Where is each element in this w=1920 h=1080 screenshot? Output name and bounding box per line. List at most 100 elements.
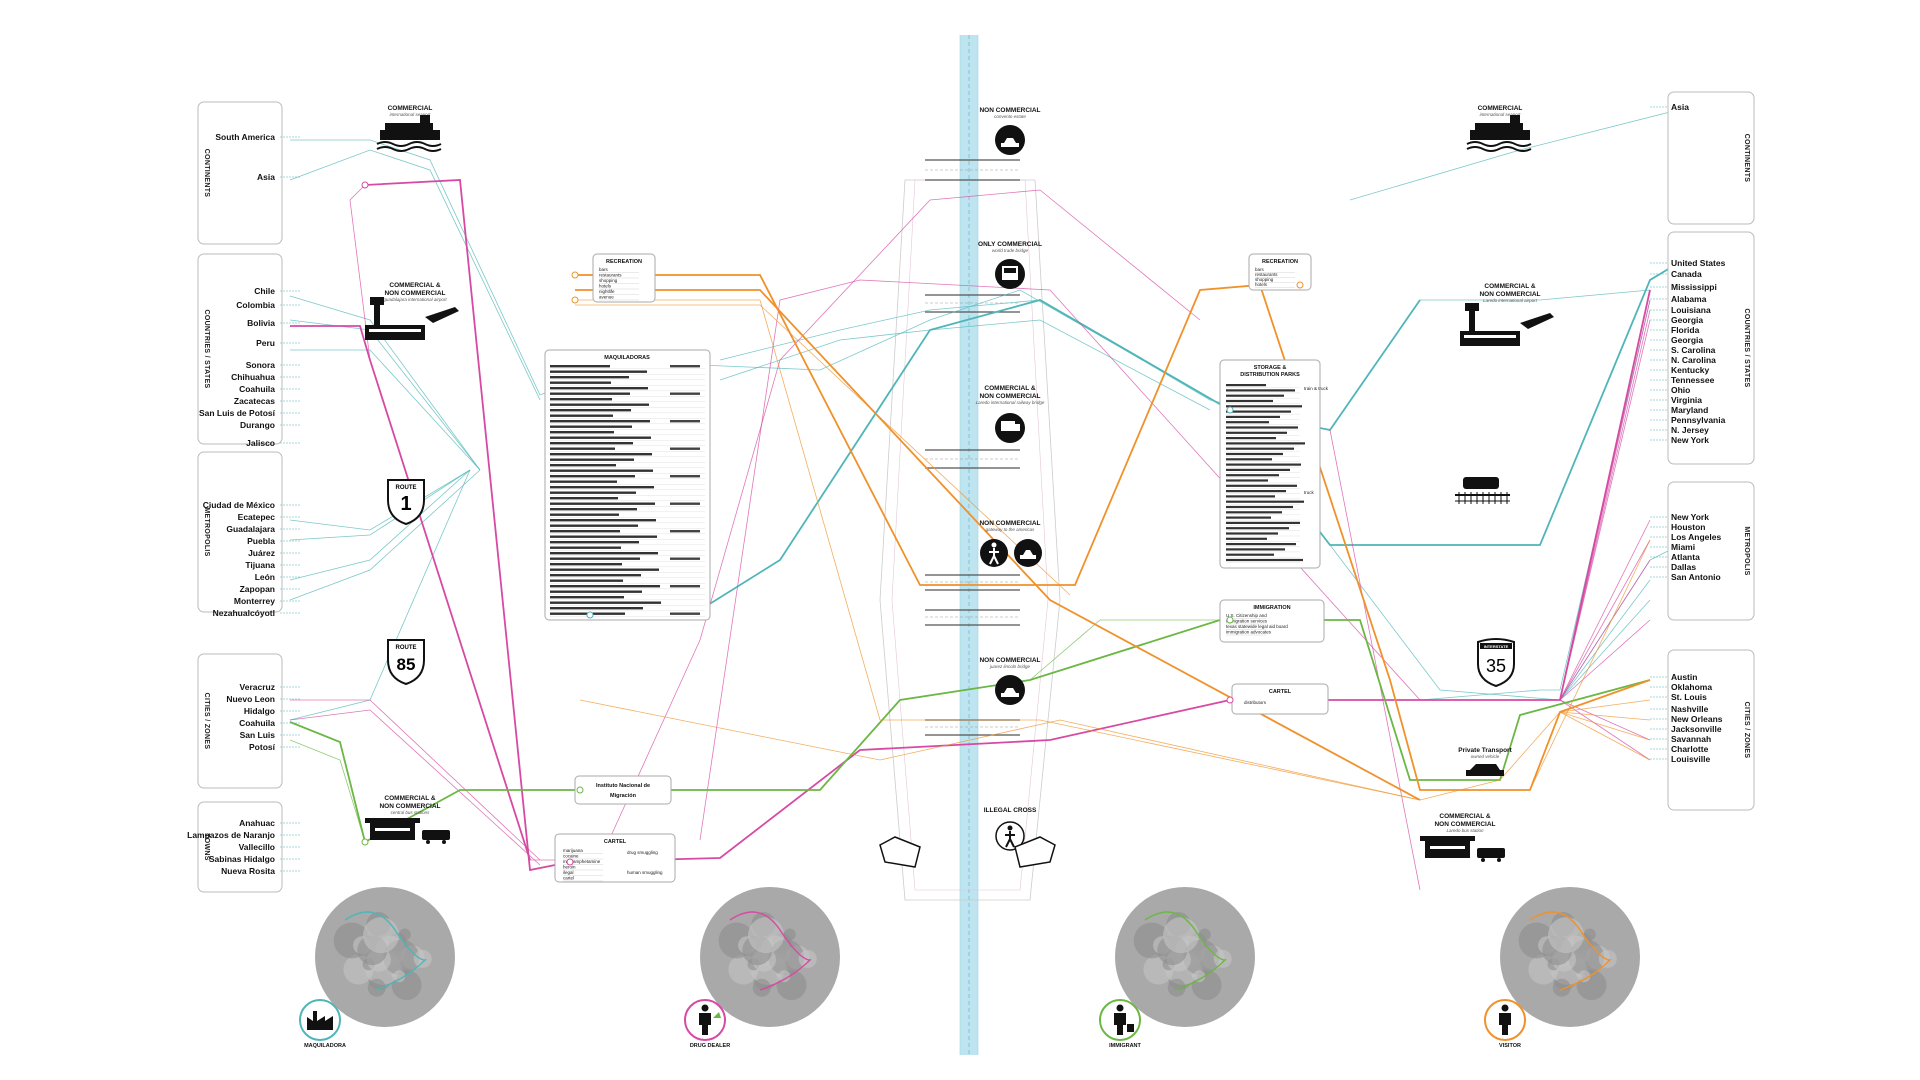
svg-text:1: 1	[400, 493, 411, 515]
place-label: Louisville	[1671, 754, 1710, 764]
svg-text:train & truck: train & truck	[1304, 386, 1329, 391]
category-label: METROPOLIS	[203, 507, 210, 556]
ship-icon	[376, 115, 442, 152]
maquiladora-row	[550, 513, 619, 516]
maquiladora-row	[550, 585, 660, 588]
maquiladora-row	[550, 486, 654, 489]
place-label: St. Louis	[1671, 692, 1707, 702]
node-item: U.S. Citizenship and	[1226, 613, 1267, 618]
svg-text:INTERSTATE: INTERSTATE	[1484, 644, 1509, 649]
route-1-shield-icon	[387, 479, 425, 526]
svg-text:COMMERCIAL: COMMERCIAL	[388, 105, 433, 112]
place-label: Nuevo Leon	[226, 694, 275, 704]
maquiladora-row	[550, 414, 613, 417]
maquiladora-sector	[670, 447, 700, 450]
svg-text:COMMERCIAL &: COMMERCIAL &	[984, 385, 1035, 392]
svg-text:DISTRIBUTION PARKS: DISTRIBUTION PARKS	[1240, 372, 1300, 378]
place-label: Nezahualcóyotl	[213, 608, 275, 618]
storage-row	[1226, 447, 1294, 450]
actor-label: VISITOR	[1499, 1043, 1521, 1049]
maquiladora-row	[550, 546, 621, 549]
svg-text:IMMIGRATION: IMMIGRATION	[1253, 605, 1290, 611]
maquiladora-row	[550, 519, 656, 522]
place-label: Asia	[257, 172, 275, 182]
storage-row	[1226, 511, 1282, 514]
svg-text:COMMERCIAL &: COMMERCIAL &	[1484, 283, 1535, 290]
svg-text:Laredo bus station: Laredo bus station	[1446, 828, 1484, 833]
storage-row	[1226, 389, 1295, 392]
actor-3: VISITOR	[1484, 887, 1640, 1049]
actor-label: MAQUILADORA	[304, 1043, 346, 1049]
storage-row	[1226, 468, 1290, 471]
storage-row	[1226, 437, 1276, 440]
storage-row	[1226, 553, 1274, 556]
place-label: New York	[1671, 512, 1709, 522]
place-label: South America	[215, 132, 275, 142]
svg-text:CARTEL: CARTEL	[1269, 689, 1292, 695]
recreation-node-left: RECREATION barsrestaurantsshoppinghotels…	[592, 253, 656, 303]
svg-text:NON COMMERCIAL: NON COMMERCIAL	[979, 107, 1040, 114]
maquiladora-row	[550, 590, 642, 593]
node-item: methamphetamine	[563, 859, 601, 864]
node-item: avenue	[599, 295, 614, 300]
node-item: ilegal	[563, 870, 574, 875]
maquiladora-row	[550, 398, 612, 401]
place-label: Kentucky	[1671, 365, 1710, 375]
pedestrian-icon	[1005, 825, 1015, 848]
actor-label: IMMIGRANT	[1109, 1043, 1141, 1049]
place-label: N. Carolina	[1671, 355, 1716, 365]
place-label: Dallas	[1671, 562, 1696, 572]
svg-text:human smuggling: human smuggling	[627, 870, 663, 875]
svg-text:international seaport: international seaport	[1480, 112, 1522, 117]
place-label: Chile	[254, 286, 275, 296]
place-label: Juárez	[248, 548, 275, 558]
place-label: Jacksonville	[1671, 724, 1722, 734]
place-label: Nueva Rosita	[221, 866, 275, 876]
svg-text:Instituto Nacional de: Instituto Nacional de	[596, 783, 650, 789]
place-label: Miami	[1671, 542, 1695, 552]
place-label: N. Jersey	[1671, 425, 1709, 435]
storage-row	[1226, 442, 1305, 445]
svg-text:international seaport: international seaport	[390, 112, 432, 117]
actor-1: DRUG DEALER	[684, 887, 840, 1049]
maquiladora-row	[550, 568, 659, 571]
category-label: CONTINENTS	[203, 149, 210, 198]
svg-text:ROUTE: ROUTE	[396, 645, 417, 651]
airport-icon	[365, 297, 459, 340]
svg-text:85: 85	[397, 655, 416, 674]
maquiladora-sector	[670, 557, 700, 560]
place-label: Zacatecas	[234, 396, 275, 406]
maquiladora-row	[550, 557, 640, 560]
right-airport: COMMERCIAL & NON COMMERCIAL Laredo inter…	[1460, 283, 1554, 346]
maquiladora-sector	[670, 612, 700, 615]
storage-row	[1226, 410, 1291, 413]
place-label: Coahuila	[239, 718, 275, 728]
factory-icon	[307, 1011, 333, 1030]
place-label: Ciudad de México	[203, 500, 275, 510]
maquiladora-row	[550, 524, 638, 527]
category-label: CONTINENTS	[1743, 134, 1750, 183]
visitor-icon	[1499, 1004, 1511, 1035]
right-bus-station: COMMERCIAL & NON COMMERCIAL Laredo bus s…	[1420, 813, 1505, 862]
place-label: Georgia	[1671, 335, 1703, 345]
storage-row	[1226, 452, 1283, 456]
maquiladora-row	[550, 420, 650, 423]
svg-text:35: 35	[1486, 656, 1506, 676]
place-label: Houston	[1671, 522, 1705, 532]
place-label: Veracruz	[240, 682, 275, 692]
car-icon	[1001, 688, 1019, 697]
storage-row	[1226, 548, 1285, 551]
svg-text:COMMERCIAL &: COMMERCIAL &	[1439, 813, 1490, 820]
left-seaport: COMMERCIAL international seaport	[376, 105, 442, 152]
maquiladora-row	[550, 409, 631, 412]
left-airport: COMMERCIAL & NON COMMERCIAL guadalajara …	[365, 282, 459, 340]
storage-row	[1226, 431, 1287, 434]
maquiladora-row	[550, 579, 623, 582]
place-label: Peru	[256, 338, 275, 348]
place-label: Virginia	[1671, 395, 1702, 405]
storage-row	[1226, 516, 1271, 519]
place-label: Hidalgo	[244, 706, 275, 716]
place-label: Nashville	[1671, 704, 1709, 714]
